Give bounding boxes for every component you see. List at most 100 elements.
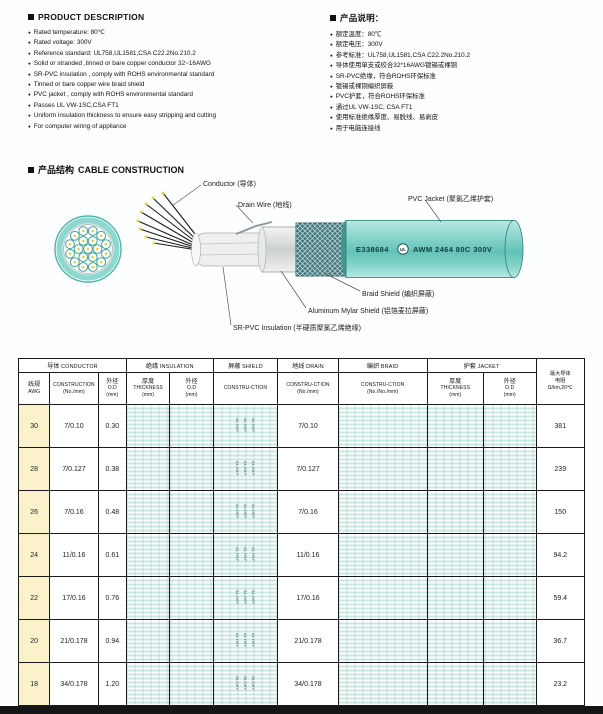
- braid-construction-cell: [337, 533, 428, 577]
- insulation-od-cell: [169, 490, 214, 534]
- jacket-od-cell: [483, 533, 537, 577]
- awg-cell: 24: [17, 533, 51, 577]
- conductor-od-cell: 0.61: [97, 533, 127, 577]
- jacket-od-cell: [483, 447, 537, 491]
- shield-construction-header: CONSTRU-CTION: [212, 372, 279, 405]
- braid-shield: [295, 222, 347, 277]
- list-item: 镀锡或裸铜编织屏蔽: [330, 82, 589, 92]
- list-item: Rated voltage: 300V: [28, 38, 330, 48]
- list-item: Passes UL VW-1SC,CSA FT1: [28, 101, 330, 111]
- awg-cell: 22: [17, 576, 51, 620]
- product-description-heading: PRODUCT DESCRIPTION: [28, 12, 330, 22]
- drain-wire-label: Drain Wire (地线): [238, 200, 292, 209]
- conductor-construction-cell: 21/0.178: [49, 619, 99, 663]
- conductor-construction-cell: 7/0.127: [49, 447, 99, 491]
- conductor-od-cell: 1.20: [97, 662, 127, 706]
- conductor-label: Conductor (导体): [203, 179, 256, 188]
- ul-logo-text: UL: [400, 247, 406, 252]
- list-item: Rated temperature: 80℃: [28, 28, 330, 38]
- drain-construction-cell: 7/0.10: [277, 404, 339, 448]
- product-description-title: PRODUCT DESCRIPTION: [38, 12, 145, 22]
- spec-table: 导体 CONDUCTOR 绝缘 INSULATION 屏蔽 SHIELD 地线 …: [17, 358, 585, 706]
- conductor-od-cell: 0.48: [97, 490, 127, 534]
- resistance-header: 最大导体 电阻 Ω/km,20℃: [535, 358, 585, 405]
- square-bullet-icon: [28, 166, 34, 173]
- conductor-construction-header: CONSTRUCTION(No./mm): [49, 372, 99, 405]
- square-bullet-icon: [28, 14, 34, 20]
- aluminum-mylar-label: Aluminum Mylar Shield (铝箔麦拉屏蔽): [308, 306, 428, 315]
- drain-construction-header: CONSTRU-CTION(No./mm): [277, 372, 339, 405]
- insulation-od-cell: [169, 533, 214, 577]
- jacket-od-cell: [483, 576, 537, 620]
- list-item: Tinned or bare copper wire braid shield: [28, 80, 330, 90]
- conductor-construction-cell: 34/0.178: [49, 662, 99, 706]
- jacket-od-cell: [483, 404, 537, 448]
- awg-cell: 28: [17, 447, 51, 491]
- list-item: 额定温度：80℃: [330, 30, 589, 40]
- product-notes-title: 产品说明：: [340, 13, 384, 23]
- cable-cross-section: [54, 215, 122, 283]
- list-item: SR-PVC insulation , comply with ROHS env…: [28, 70, 330, 80]
- product-description-list: Rated temperature: 80℃ Rated voltage: 30…: [28, 28, 330, 132]
- awg-cell: 30: [17, 404, 51, 448]
- conductor-construction-cell: 11/0.16: [49, 533, 99, 577]
- leader-lines: [171, 184, 442, 326]
- insulation-od-cell: [169, 404, 214, 448]
- insulation-od-cell: [169, 662, 214, 706]
- resistance-cell: 94.2: [535, 533, 585, 577]
- list-item: Uniform insulation thickness to ensure e…: [28, 111, 330, 121]
- braid-construction-cell: [337, 490, 428, 534]
- drain-construction-cell: 11/0.16: [277, 533, 339, 577]
- braid-construction-cell: [337, 662, 428, 706]
- braid-construction-header: CONSTRU-CTION(No./No./mm): [337, 372, 428, 405]
- aluminum-mylar-foil: [257, 226, 301, 273]
- top-section: PRODUCT DESCRIPTION Rated temperature: 8…: [28, 12, 589, 134]
- insulation-thickness-cell: [125, 533, 171, 577]
- resistance-cell: 239: [535, 447, 585, 491]
- product-description-section: PRODUCT DESCRIPTION Rated temperature: 8…: [28, 12, 330, 134]
- jacket-print-ul-number: E338684: [356, 245, 389, 254]
- jacket-od-cell: [483, 662, 537, 706]
- awg-cell: 20: [17, 619, 51, 663]
- jacket-thickness-cell: [426, 576, 485, 620]
- product-notes-heading: 产品说明：: [330, 12, 589, 24]
- jacket-thickness-cell: [426, 533, 485, 577]
- jacket-thickness-cell: [426, 490, 485, 534]
- jacket-thickness-cell: [426, 662, 485, 706]
- conductor-od-cell: 0.38: [97, 447, 127, 491]
- insulation-thickness-cell: [125, 576, 171, 620]
- cable-construction-heading: 产品结构 CABLE CONSTRUCTION: [28, 163, 184, 176]
- list-item: 额定电压：300V: [330, 40, 589, 50]
- group-jacket: 护套 JACKET: [426, 358, 537, 373]
- braid-shield-label: Braid Shield (编织屏蔽): [362, 289, 434, 298]
- product-notes-list: 额定温度：80℃ 额定电压：300V 参考标准：UL758,UL1581,CSA…: [330, 30, 589, 134]
- conductor-tips: [136, 191, 165, 245]
- list-item: 用于电脑连接线: [330, 124, 589, 134]
- braid-construction-cell: [337, 404, 428, 448]
- jacket-thickness-cell: [426, 447, 485, 491]
- conductor-construction-cell: 7/0.16: [49, 490, 99, 534]
- resistance-cell: 36.7: [535, 619, 585, 663]
- conductor-od-cell: 0.30: [97, 404, 127, 448]
- insulated-wire-bundle: [191, 232, 269, 267]
- jacket-print-rating: AWM 2464 80C 300V: [413, 245, 492, 254]
- square-bullet-icon: [330, 15, 336, 21]
- insulation-thickness-cell: [125, 404, 171, 448]
